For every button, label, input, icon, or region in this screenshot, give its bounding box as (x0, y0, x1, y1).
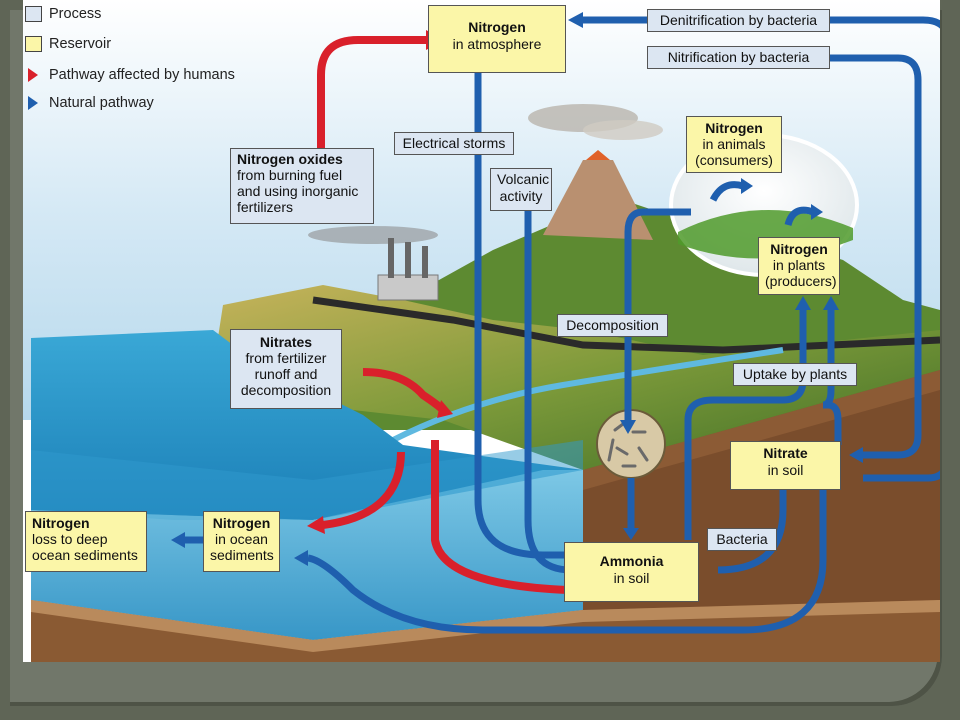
volcanic-arrow (524, 210, 572, 574)
human-arrow-icon (28, 68, 38, 82)
process-nitrogen-oxides: Nitrogen oxides from burning fuel and us… (230, 148, 374, 224)
legend-human-label: Pathway affected by humans (49, 67, 235, 83)
nitrate-sub: in soil (767, 462, 804, 478)
uptake-arrow-1 (684, 310, 807, 540)
legend-human: Pathway affected by humans (25, 65, 235, 85)
factory-smoke (308, 226, 438, 244)
legend-natural-label: Natural pathway (49, 95, 154, 111)
process-nitrates: Nitrates from fertilizer runoff and deco… (230, 329, 342, 409)
reservoir-deep-loss: Nitrogen loss to deep ocean sediments (25, 511, 147, 572)
reservoir-plants: Nitrogen in plants (producers) (758, 237, 840, 295)
atmosphere-sub: in atmosphere (452, 36, 542, 52)
process-nitrification: Nitrification by bacteria (647, 46, 830, 69)
process-electrical-storms: Electrical storms (394, 132, 514, 155)
ocean-depth (31, 450, 583, 640)
soil-to-ocean-arrow (307, 490, 827, 634)
process-decomposition: Decomposition (557, 314, 668, 337)
reservoir-atmosphere: Nitrogen in atmosphere (428, 5, 566, 73)
landscape-illustration (23, 0, 940, 662)
animals-title: Nitrogen (705, 120, 763, 136)
atmosphere-title: Nitrogen (468, 19, 526, 35)
road (312, 296, 940, 354)
legend-process-label: Process (49, 6, 102, 22)
deep-loss-sub: loss to deep ocean sediments (32, 531, 138, 563)
uptake-arrow-2 (822, 310, 842, 445)
ocean-sediments-sub: in ocean sediments (210, 531, 274, 563)
natural-arrow-icon (28, 96, 38, 110)
runoff-to-ocean-arrow (322, 451, 405, 529)
nitrogen-oxides-title: Nitrogen oxides (237, 151, 343, 167)
reservoir-animals: Nitrogen in animals (consumers) (686, 116, 782, 173)
process-denitrification: Denitrification by bacteria (647, 9, 830, 32)
plants-title: Nitrogen (770, 241, 828, 257)
runoff-to-ammonia-arrow (431, 440, 569, 594)
nitrates-sub: from fertilizer runoff and decomposition (240, 350, 332, 398)
factory (377, 274, 439, 301)
human-pathways (317, 36, 569, 594)
natural-pathways (183, 16, 940, 634)
volcano (543, 160, 653, 240)
ammonia-sub: in soil (613, 570, 650, 586)
oxides-to-atmosphere-arrow (317, 36, 428, 148)
nitrates-runoff-arrow (362, 368, 446, 413)
nitrates-title: Nitrates (259, 334, 313, 350)
process-swatch (25, 6, 42, 22)
nitrogen-oxides-sub: from burning fuel and using inorganic fe… (237, 167, 359, 215)
plants-sub: in plants (producers) (765, 257, 837, 289)
ocean-sediments-title: Nitrogen (212, 515, 271, 531)
legend-natural: Natural pathway (25, 93, 154, 113)
deep-loss-title: Nitrogen (32, 515, 90, 531)
legend-process: Process (25, 4, 101, 24)
bacteria-arrow (717, 490, 787, 574)
river (391, 347, 784, 443)
nitrification-arrow (673, 54, 922, 459)
reservoir-swatch (25, 36, 42, 52)
reservoir-ammonia-soil: Ammonia in soil (564, 542, 699, 602)
animals-sub: in animals (consumers) (695, 136, 773, 168)
reservoir-nitrate-soil: Nitrate in soil (730, 441, 841, 490)
process-bacteria: Bacteria (707, 528, 777, 551)
denitrification-arrow (583, 16, 940, 482)
decomposition-arrow (624, 208, 691, 420)
ammonia-title: Ammonia (599, 553, 664, 569)
nitrogen-cycle-figure: Process Reservoir Pathway affected by hu… (23, 0, 940, 662)
process-uptake: Uptake by plants (733, 363, 857, 386)
legend-reservoir-label: Reservoir (49, 36, 112, 52)
process-volcanic: Volcanic activity (490, 168, 552, 211)
legend-reservoir: Reservoir (25, 34, 111, 54)
reservoir-ocean-sediments: Nitrogen in ocean sediments (203, 511, 280, 572)
nitrate-title: Nitrate (763, 445, 808, 461)
